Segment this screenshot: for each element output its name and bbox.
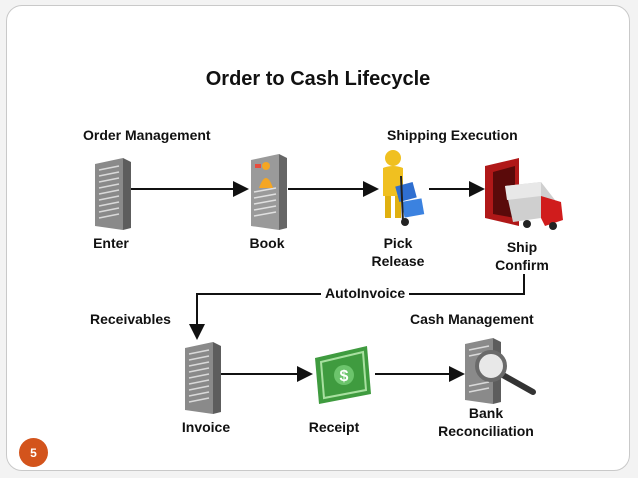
document-icon (185, 342, 221, 414)
slide-number-badge: 5 (19, 438, 48, 467)
step-invoice-label: Invoice (181, 419, 231, 435)
slide-title: Order to Cash Lifecycle (205, 68, 431, 90)
form-person-icon (251, 154, 287, 230)
label-cash-management: Cash Management (410, 311, 534, 327)
truck-dock-icon (485, 158, 563, 230)
connector-autoinvoice (189, 274, 525, 340)
svg-text:$: $ (340, 368, 349, 385)
step-receipt-label: Receipt (308, 419, 360, 435)
document-icon (95, 158, 131, 230)
autoinvoice-label: AutoInvoice (321, 285, 410, 301)
magnifier-document-icon (465, 338, 536, 404)
warehouse-worker-icon (383, 150, 425, 226)
label-order-management: Order Management (83, 127, 211, 143)
dollar-bill-icon: $ (315, 346, 371, 404)
slide: Order to Cash Lifecycle Order Management… (6, 5, 630, 471)
label-shipping-execution: Shipping Execution (387, 127, 518, 143)
label-receivables: Receivables (90, 311, 171, 327)
step-book-label: Book (249, 235, 285, 251)
step-enter-label: Enter (93, 235, 129, 251)
